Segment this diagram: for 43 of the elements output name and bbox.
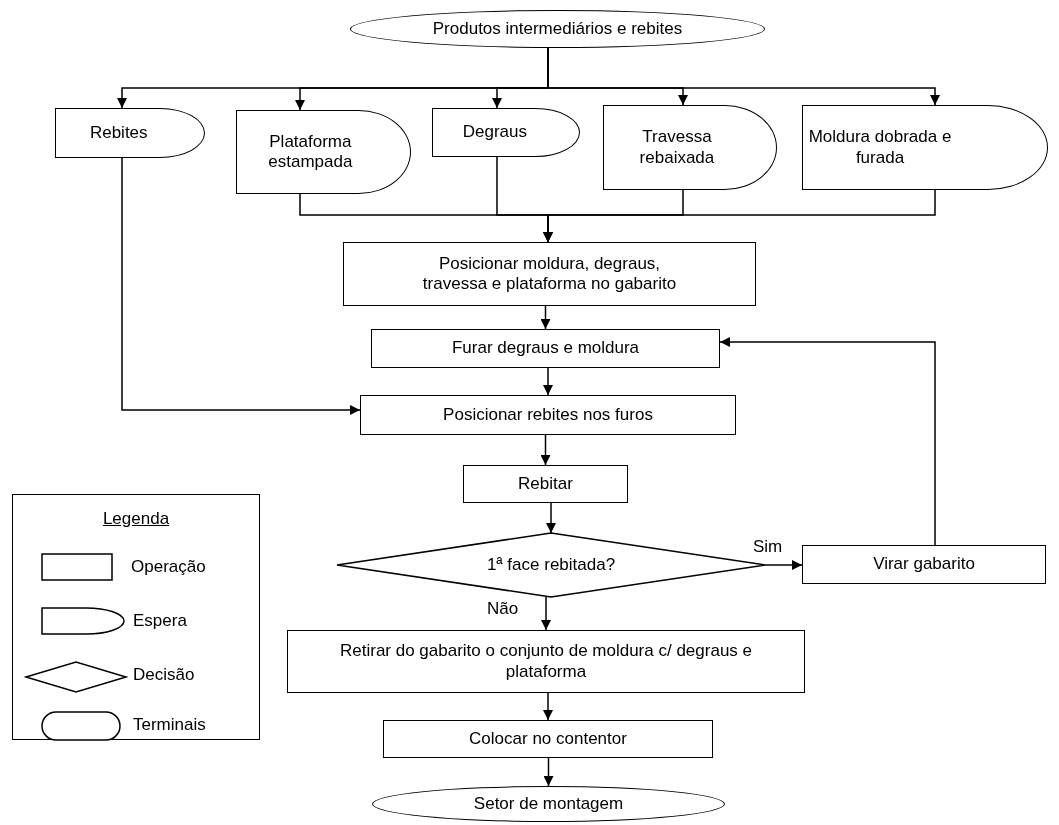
legend-label: Terminais xyxy=(133,715,206,735)
node-label: Colocar no contentor xyxy=(469,728,627,750)
legend-title: Legenda xyxy=(101,509,171,529)
node-label: Moldura dobrada e furada xyxy=(807,127,953,168)
node-label: Setor de montagem xyxy=(473,793,624,815)
node-label: Furar degraus e moldura xyxy=(451,338,640,359)
arrow xyxy=(540,305,551,330)
arrow xyxy=(543,757,554,787)
node-label: Travessa rebaixada xyxy=(638,127,716,168)
node-label: Produtos intermediários e rebites xyxy=(432,18,683,40)
node-label: Retirar do gabarito o conjunto de moldura c/ degraus e plataforma xyxy=(339,641,753,682)
delay-shape xyxy=(802,105,1048,190)
delay-shape xyxy=(55,108,205,158)
node-label: Rebites xyxy=(89,122,148,144)
node-label: 1ª face rebitada? xyxy=(486,554,616,576)
process-box xyxy=(343,242,756,306)
process-box xyxy=(287,630,805,693)
node-label: Rebitar xyxy=(518,473,573,495)
arrow xyxy=(540,434,551,466)
node-label: Degraus xyxy=(462,122,528,143)
process-box xyxy=(360,395,736,435)
arrow xyxy=(121,157,361,415)
process-box xyxy=(371,329,720,368)
delay-shape xyxy=(236,110,411,194)
node-label: Plataforma estampada xyxy=(267,131,354,173)
arrow xyxy=(543,367,553,396)
legend-label: Operação xyxy=(131,557,206,577)
process-box xyxy=(802,545,1046,584)
node-label: Virar gabarito xyxy=(873,554,975,575)
node-label: Posicionar rebites nos furos xyxy=(443,404,653,426)
arrow xyxy=(719,337,936,546)
arrow xyxy=(543,692,553,721)
arrow xyxy=(764,560,803,570)
arrow xyxy=(546,502,556,534)
delay-shape xyxy=(432,108,580,157)
arrow xyxy=(543,189,936,243)
process-box xyxy=(383,720,713,758)
process-box xyxy=(463,465,628,503)
legend-label: Decisão xyxy=(133,665,195,685)
node-label: Posicionar moldura, degraus, travessa e plataforma no gabarito xyxy=(421,253,678,295)
delay-shape xyxy=(603,105,777,190)
legend-label: Espera xyxy=(133,611,187,631)
arrow xyxy=(541,596,551,631)
